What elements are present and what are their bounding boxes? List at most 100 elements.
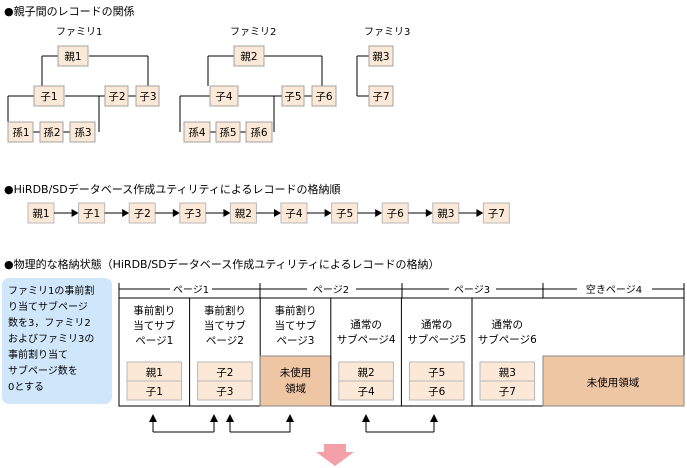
parent1-box (57, 45, 89, 67)
page2-label: ページ2 (313, 285, 349, 296)
child3-box (135, 85, 160, 107)
subpage-title-line: サブページ5 (407, 333, 466, 346)
note-line-1: ファミリ1の事前割 (8, 284, 94, 297)
order-arrow-head (122, 209, 130, 217)
grandchild3-box (69, 121, 96, 143)
order-arrow-head (172, 209, 180, 217)
subpage-unused-area (259, 355, 332, 407)
family1-tree: 親1 子1 子2 子3 孫1 孫2 孫3 (7, 45, 160, 143)
subpage-title-line: 当てサブ (133, 319, 175, 332)
subpage-record-label: 子1 (146, 386, 163, 398)
relation-section-title: ●親子間のレコードの関係 (4, 5, 135, 18)
child5-box (281, 85, 305, 107)
subpage-note-box (2, 278, 112, 404)
order-item-label: 子3 (184, 208, 201, 220)
parent2-box (233, 45, 265, 67)
subpage-record-label: 子6 (428, 386, 445, 398)
subpage-title-line: サブページ4 (337, 333, 396, 346)
subpage-unused-label: 領域 (285, 382, 306, 395)
subpage-title-line: 事前割り (133, 304, 175, 317)
subpage-record-label: 親1 (146, 366, 163, 379)
order-section-title: ●HiRDB/SDデータベース作成ユティリティによるレコードの格納順 (4, 182, 341, 196)
child5-label: 子5 (284, 91, 301, 103)
grandchild1-box (7, 121, 34, 143)
subpage-record-label: 子2 (216, 367, 233, 379)
order-item-label: 親3 (437, 207, 454, 220)
child6-box (311, 85, 337, 107)
order-item-label: 子2 (134, 208, 151, 220)
child3-label: 子3 (139, 91, 156, 103)
family2-label: ファミリ2 (230, 27, 276, 38)
order-arrow-head (375, 209, 383, 217)
family3-label: ファミリ3 (364, 27, 410, 38)
subpage-record-label: 親3 (499, 366, 516, 379)
order-item-label: 子5 (336, 208, 353, 220)
subpage-record-label: 子4 (358, 386, 375, 398)
note-line-6: サブページ数を (8, 364, 78, 377)
subpage-title-line: サブページ6 (478, 333, 537, 346)
subpage-record-label: 子7 (499, 386, 516, 398)
parent1-label: 親1 (64, 50, 81, 63)
note-line-4: およびファミリ3の (8, 333, 94, 345)
subpage-title-line: 事前割り (275, 304, 317, 317)
note-line-5: 事前割り当て (8, 348, 68, 361)
child1-label: 子1 (40, 91, 57, 103)
child6-label: 子6 (315, 91, 332, 103)
child4-label: 子4 (215, 91, 232, 103)
physical-section-title: ●物理的な格納状態（HiRDB/SDデータベース作成ユティリティによるレコードの… (4, 257, 440, 271)
order-arrow-head (425, 209, 433, 217)
page-header: ページ1 ページ2 ページ3 空きページ4 (118, 283, 685, 298)
family1-label: ファミリ1 (56, 27, 102, 38)
child2-box (104, 85, 129, 107)
order-arrow-head (71, 209, 79, 217)
subpage-title-line: ページ2 (206, 335, 244, 347)
grandchild1-label: 孫1 (12, 127, 29, 139)
order-item-label: 子4 (285, 208, 302, 220)
subpage-record-label: 子5 (428, 367, 445, 379)
note-line-7: 0とする (8, 381, 44, 393)
child7-box (368, 85, 394, 107)
order-arrow-head (223, 209, 231, 217)
subpage-title-line: ページ1 (135, 335, 173, 347)
subpage-title-line: 当てサブ (275, 319, 317, 332)
grandchild4-label: 孫4 (188, 127, 205, 139)
free-page4-area-label: 未使用領域 (587, 376, 640, 389)
grandchild5-box (215, 121, 241, 143)
family2-tree: 親2 子4 子5 子6 孫4 孫5 孫6 (179, 45, 337, 143)
order-item-label: 子1 (83, 208, 100, 220)
child2-label: 子2 (108, 91, 125, 103)
order-item-label: 親2 (235, 207, 252, 220)
subpage-title-line: 通常の (350, 318, 382, 331)
subpage-title-line: ページ3 (277, 335, 315, 347)
grandchild3-label: 孫3 (74, 127, 91, 139)
parent2-label: 親2 (240, 50, 257, 63)
child4-box (209, 85, 239, 107)
grandchild6-box (245, 121, 273, 143)
subpage-title-line: 通常の (421, 318, 453, 331)
subpage-row: 事前割り当てサブページ1親1子1事前割り当てサブページ2子2子3事前割り当てサブ… (126, 298, 537, 407)
grandchild4-box (183, 121, 211, 143)
order-item-label: 子6 (387, 208, 404, 220)
child7-label: 子7 (372, 91, 389, 103)
subpage-note: ファミリ1の事前割 り当てサブページ 数を3，ファミリ2 およびファミリ3の 事… (8, 284, 94, 393)
grandchild6-label: 孫6 (250, 127, 267, 139)
family3-tree: 親3 子7 (356, 45, 394, 107)
order-arrow-head (324, 209, 332, 217)
parent3-label: 親3 (372, 50, 389, 63)
subpage-title-line: 通常の (492, 318, 524, 331)
grandchild2-label: 孫2 (43, 127, 60, 139)
order-item-box (482, 202, 510, 224)
page3-label: ページ3 (454, 285, 490, 296)
subpage-record-label: 子3 (216, 386, 233, 398)
subpage-unused-label: 未使用 (280, 366, 312, 379)
subpage-record-label: 親2 (358, 366, 375, 379)
page1-label: ページ1 (173, 285, 209, 296)
subpage-links (149, 414, 438, 433)
order-item-label: 子7 (488, 208, 505, 220)
note-line-2: り当てサブページ (8, 300, 88, 313)
order-arrow-head (274, 209, 281, 217)
subpage-title-line: 事前割り (204, 304, 246, 317)
parent3-box (368, 45, 394, 67)
